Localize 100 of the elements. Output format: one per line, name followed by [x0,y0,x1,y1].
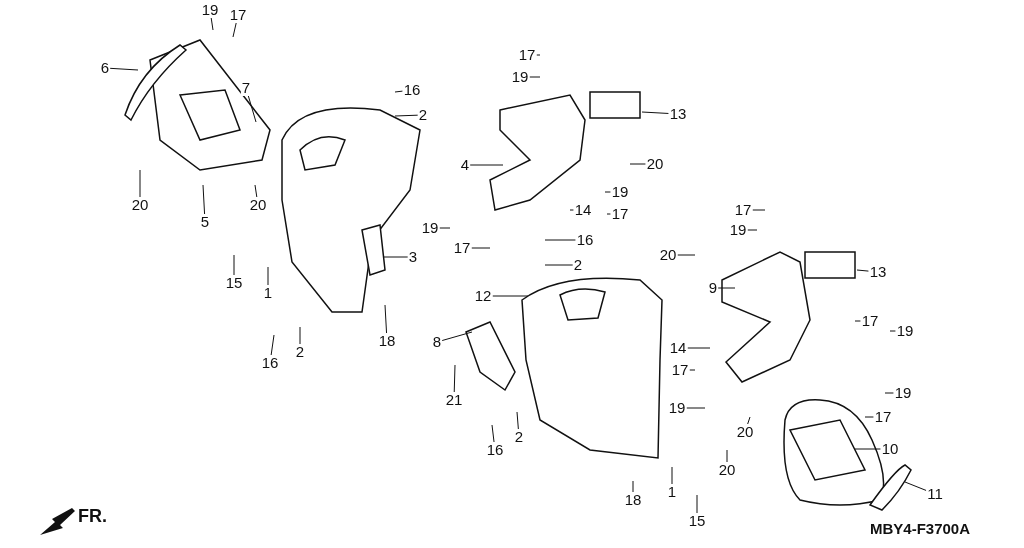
callout-number: 2 [417,107,429,123]
leader-line [109,67,139,71]
leader-line [254,184,258,198]
callout-number: 1 [262,285,274,301]
direction-label: FR. [78,506,107,527]
leader-line [394,90,404,93]
callout-number: 13 [868,264,888,280]
leader-line [441,331,473,341]
callout-number: 20 [130,197,150,213]
callout-number: 9 [707,280,719,296]
leader-line [856,269,870,272]
callout-number: 19 [610,184,630,200]
callout-number: 7 [240,80,252,96]
callout-number: 20 [735,424,755,440]
callout-number: 17 [452,240,472,256]
leader-line [469,164,504,166]
leader-line [904,481,927,491]
leader-line [544,239,577,241]
callout-number: 18 [377,333,397,349]
callout-number: 21 [444,392,464,408]
leader-line [726,449,728,463]
callout-number: 2 [294,344,306,360]
callout-number: 4 [459,157,471,173]
callout-number: 14 [668,340,688,356]
leader-line [210,17,214,31]
leader-line [438,227,451,229]
leader-line [884,392,895,394]
callout-number: 16 [402,82,422,98]
leader-line [299,326,301,345]
callout-number: 15 [687,513,707,529]
leader-line [751,209,766,211]
leader-line [233,254,235,276]
leader-line [202,184,206,215]
leader-line [747,416,751,425]
leader-line [671,466,673,485]
leader-line [270,334,275,356]
leader-line [544,264,574,266]
leader-line [629,163,647,165]
callout-number: 16 [260,355,280,371]
callout-number: 17 [517,47,537,63]
callout-number: 18 [623,492,643,508]
callout-number: 3 [407,249,419,265]
leader-line [535,54,541,56]
leader-line [267,266,269,286]
callout-number: 1 [666,484,678,500]
leader-line [632,480,634,493]
callout-number: 20 [717,462,737,478]
leader-line [470,247,491,249]
leader-line [247,95,257,123]
leader-line [491,295,529,297]
callout-number: 8 [431,334,443,350]
callout-number: 5 [199,214,211,230]
diagram-code: MBY4-F3700A [870,520,971,537]
leader-line [453,364,456,393]
callout-number: 15 [224,275,244,291]
callout-number: 12 [473,288,493,304]
callout-number: 19 [893,385,913,401]
callout-number: 2 [572,257,584,273]
leader-line [516,411,519,430]
leader-line [604,191,612,193]
leader-line [854,320,862,322]
leader-line [889,330,897,332]
callout-number: 16 [485,442,505,458]
callout-number: 17 [610,206,630,222]
leader-line [139,169,141,198]
callout-number: 14 [573,202,593,218]
leader-line [676,254,696,256]
callout-number: 19 [510,69,530,85]
leader-line [717,287,736,289]
leader-line [384,304,388,334]
callout-number: 20 [645,156,665,172]
callout-number: 19 [420,220,440,236]
callout-number: 17 [670,362,690,378]
leader-line [688,369,696,371]
callout-number: 6 [99,60,111,76]
leader-line [685,407,706,409]
callout-number: 17 [733,202,753,218]
callout-number: 19 [895,323,915,339]
callout-number: 13 [668,106,688,122]
leader-line [394,114,419,117]
leader-line [569,209,575,211]
leader-line [382,256,409,258]
leader-line [606,213,612,215]
leader-line [686,347,711,349]
leader-line [232,22,237,38]
leader-line [854,448,882,450]
leader-line [864,416,875,418]
leader-line [696,494,698,514]
callout-number: 10 [880,441,900,457]
callout-number: 20 [248,197,268,213]
callout-number: 17 [860,313,880,329]
callout-number: 19 [728,222,748,238]
leader-line [641,111,670,114]
leader-line [528,76,541,78]
leader-line [491,424,495,443]
callout-number: 16 [575,232,595,248]
callout-number: 2 [513,429,525,445]
callout-number: 20 [658,247,678,263]
leader-line [746,229,758,231]
callout-number: 17 [228,7,248,23]
